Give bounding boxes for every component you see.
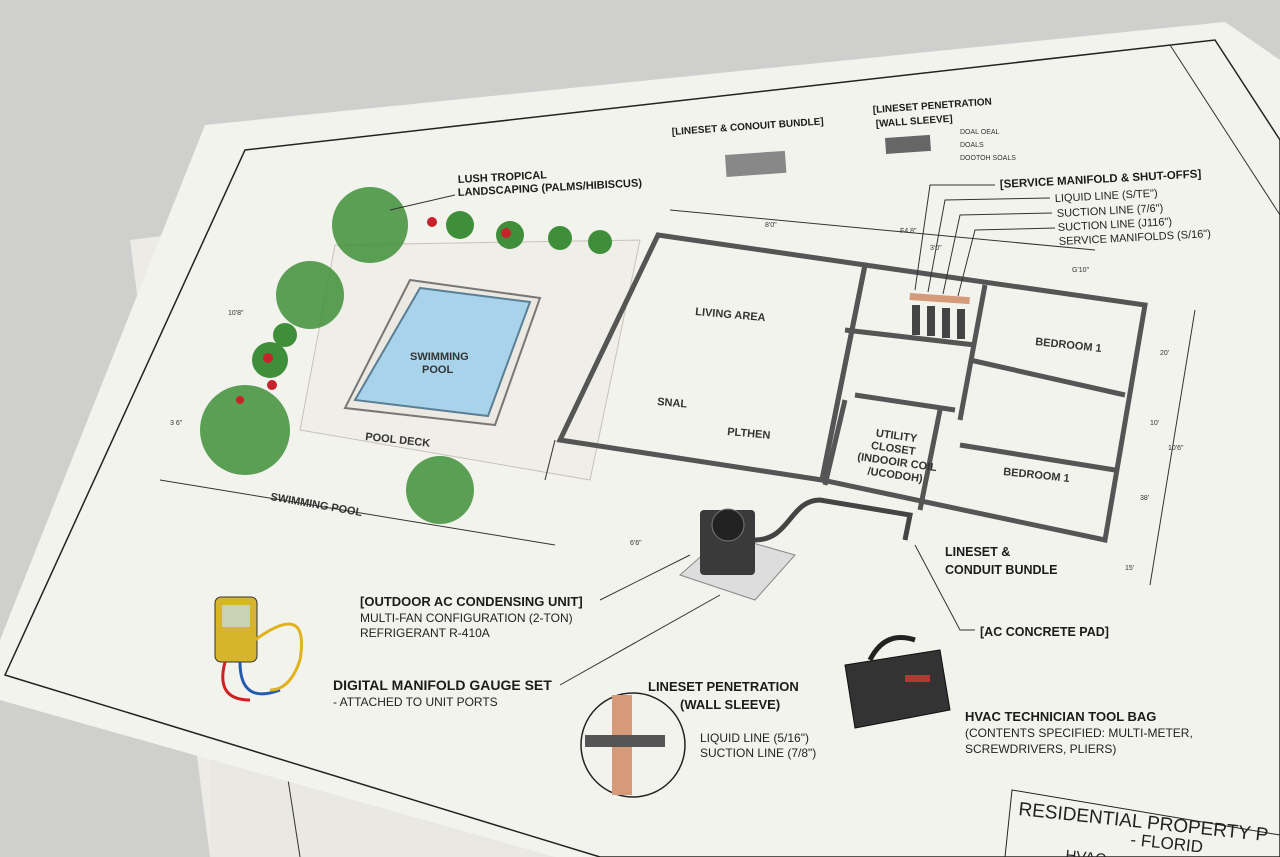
svg-text:38': 38' [1140,495,1149,502]
title-strip-line [1169,44,1280,216]
svg-text:LIQUID LINE (S/TE"): LIQUID LINE (S/TE") [1055,188,1158,205]
utility-closet-label: UTILITY CLOSET (INDOOIR COIL /UCODOH) [857,427,938,485]
outdoor-unit-line: REFRIGERANT R-410A [360,626,490,640]
svg-text:F4.8": F4.8" [900,228,917,235]
svg-text:SUCTION LINE (7/6"): SUCTION LINE (7/6") [1057,202,1164,220]
lineset-bundle-label-2: CONDUIT BUNDLE [945,563,1058,577]
tool-bag-line: SCREWDRIVERS, PLIERS) [965,742,1116,756]
lineset-pipes [754,497,913,543]
main-sheet [0,22,1280,857]
service-manifold-bar [909,293,970,305]
wall-sleeve-title: LINESET PENETRATION [648,679,799,694]
pool-label-2: POOL [422,364,453,376]
pool-label: SWIMMING [410,351,469,363]
sheet-border [3,39,1280,857]
utility-label-1: UTILITY [875,427,918,445]
outdoor-unit-line: MULTI-FAN CONFIGURATION (2-TON) [360,611,573,625]
leader-line [389,194,456,211]
svg-text:G'10": G'10" [1072,267,1090,274]
svg-text:15': 15' [1125,565,1134,572]
svg-text:6'6": 6'6" [630,540,642,547]
gauge-set-title: DIGITAL MANIFOLD GAUGE SET [333,677,552,693]
liquid-line-label: LIQUID LINE (5/16") [700,731,809,745]
hibiscus-flowers [236,217,511,404]
svg-text:10': 10' [1150,420,1159,427]
dimension-line-top [669,209,1096,251]
dimension-line-bottom [159,479,556,546]
outdoor-unit-title: [OUTDOOR AC CONDENSING UNIT] [360,594,583,609]
palm-trees [200,187,612,524]
leader-line [914,544,975,631]
svg-text:20': 20' [1160,350,1169,357]
callout: DOALS [960,142,984,149]
plthen-label: PLTHEN [727,426,771,442]
lineset-bundle-label: LINESET & [945,545,1010,559]
manifold-valves [912,305,965,339]
wall-sleeve-title-2: (WALL SLEEVE) [680,697,780,712]
manifold-gauge-icon [214,596,303,702]
dimension-line-right [1149,309,1196,586]
penetration-detail-title-2: [WALL SLEEVE] [875,114,953,130]
tool-bag-icon [844,635,951,729]
wall-sleeve-detail-drawing [885,134,932,154]
svg-text:SUCTION LINE (J116"): SUCTION LINE (J116") [1058,216,1173,234]
tool-bag-line: (CONTENTS SPECIFIED: MULTI-METER, [965,726,1193,740]
tool-bag-title: HVAC TECHNICIAN TOOL BAG [965,709,1156,724]
house-floorplan [544,232,1148,543]
gauge-set-sub: - ATTACHED TO UNIT PORTS [333,695,498,709]
manifold-leaders [914,184,1056,297]
title-block-sub-2: HVAC [1065,847,1107,857]
svg-text:8'0": 8'0" [765,222,777,229]
suction-line-label: SUCTION LINE (7/8") [700,746,816,760]
landscaping-label: LUSH TROPICAL [458,169,548,186]
concrete-pad-label: [AC CONCRETE PAD] [980,625,1109,639]
leader-line [599,554,691,601]
pipe-section [585,735,665,747]
lineset-bundle-detail-drawing [725,150,787,177]
fan-icon [711,508,745,542]
svg-text:10'8": 10'8" [228,310,244,317]
leader-line [559,594,721,686]
svg-text:10'6": 10'6" [1168,445,1184,452]
swimming-pool [353,286,532,418]
svg-text:3 6": 3 6" [170,420,183,427]
title-block [1004,789,1280,857]
callout: DOAL OEAL [960,129,1000,136]
snal-label: SNAL [657,396,688,411]
callout: DOOTOH SOALS [960,155,1016,162]
